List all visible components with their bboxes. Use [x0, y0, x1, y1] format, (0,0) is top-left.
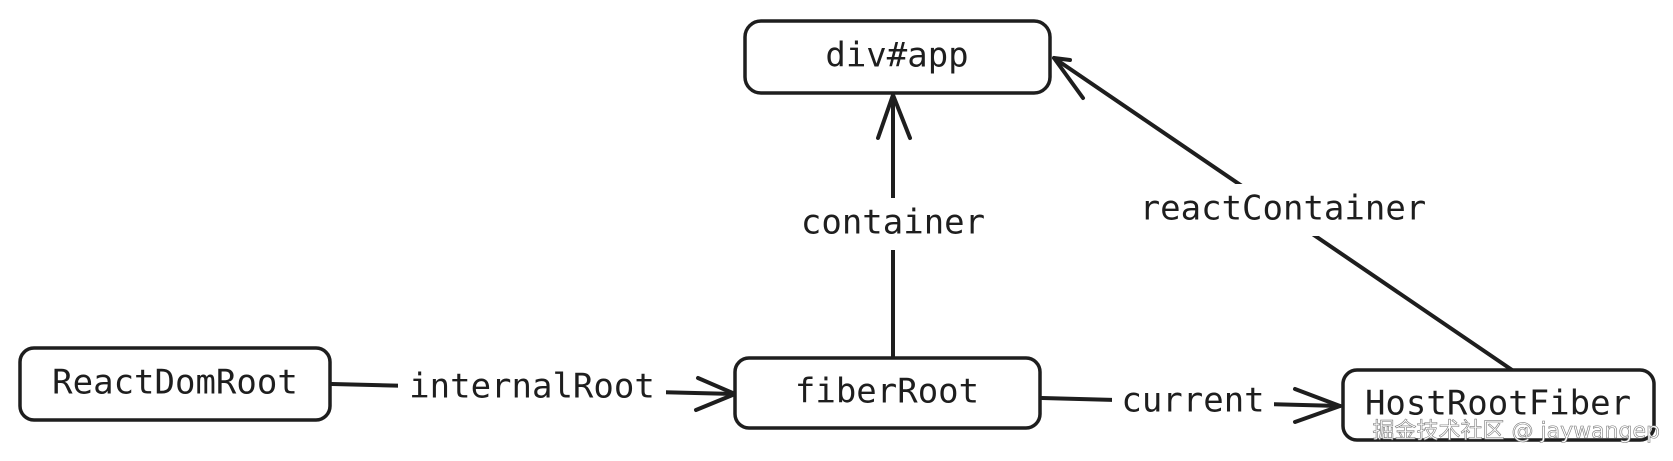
edge-container-arrowhead [876, 93, 912, 140]
node-div-app-label: div#app [825, 36, 968, 76]
edge-label-react-container: reactContainer [1128, 184, 1438, 236]
node-react-dom-root[interactable]: ReactDomRoot [18, 346, 332, 422]
node-react-dom-root-box [18, 346, 332, 422]
node-fiber-root-label: fiberRoot [795, 372, 979, 412]
edge-label-current-text: current [1121, 381, 1264, 421]
node-host-root-fiber[interactable]: HostRootFiber [1341, 368, 1656, 442]
edge-label-internal-root: internalRoot [398, 362, 666, 414]
edge-react-container-arrowhead [1052, 56, 1085, 100]
edge-label-container: container [788, 198, 998, 250]
node-fiber-root-box [733, 356, 1042, 430]
edge-label-current: current [1112, 376, 1274, 428]
edge-label-internal-root-text: internalRoot [409, 367, 655, 407]
node-div-app[interactable]: div#app [743, 19, 1052, 95]
edge-label-container-text: container [801, 203, 985, 243]
node-host-root-fiber-label: HostRootFiber [1365, 384, 1631, 424]
edge-current-arrowhead [1293, 387, 1342, 424]
edge-label-react-container-text: reactContainer [1140, 189, 1427, 229]
node-fiber-root[interactable]: fiberRoot [733, 356, 1042, 430]
node-host-root-fiber-box [1341, 368, 1656, 442]
node-div-app-box [743, 19, 1052, 95]
node-react-dom-root-label: ReactDomRoot [52, 363, 298, 403]
watermark-text: 掘金技术社区 @ jaywangep [1373, 419, 1660, 444]
